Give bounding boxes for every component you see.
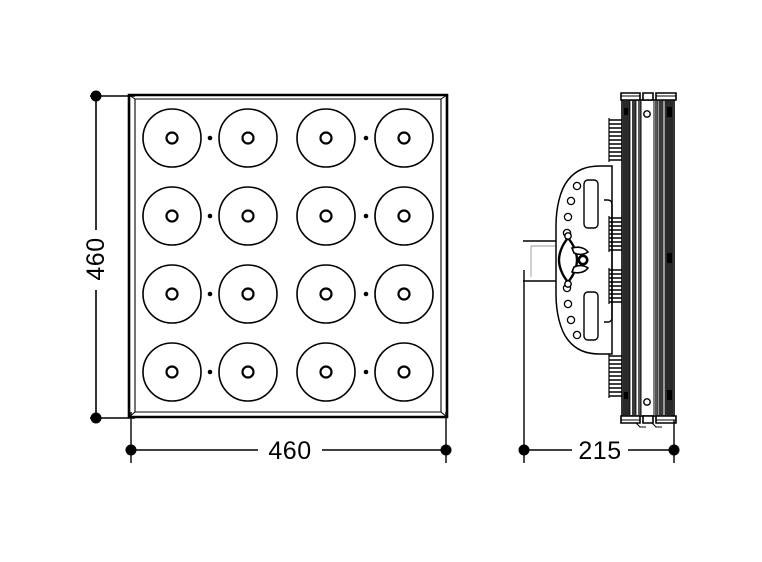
body-notch — [624, 108, 628, 115]
grid-marker-dot — [207, 369, 213, 375]
yoke-adjust-hole — [566, 315, 576, 325]
fin-band — [632, 101, 636, 415]
depth-dimension: 215 — [518, 270, 680, 465]
front-view — [127, 93, 449, 419]
lens-center-ring — [397, 287, 411, 301]
yoke-adjust-hole — [563, 299, 573, 309]
yoke-slot-lower — [583, 291, 599, 341]
fin-band — [623, 101, 630, 415]
fin-band — [655, 101, 658, 415]
dim-terminator-dot — [125, 444, 137, 456]
side-view — [523, 92, 677, 428]
front-panel-corner-bevels — [128, 94, 448, 418]
body-notch — [624, 392, 628, 399]
lens-center-ring — [319, 131, 333, 145]
width-dimension-label: 460 — [268, 437, 311, 465]
width-dimension: 460 — [125, 412, 452, 465]
fin-band — [638, 101, 641, 415]
pivot-center-bolt — [577, 254, 589, 266]
yoke-slot-upper — [583, 179, 599, 229]
dim-terminator-dot — [90, 90, 102, 102]
lens-center-ring — [241, 287, 255, 301]
grid-marker-dot — [363, 369, 369, 375]
height-dimension-label: 460 — [82, 237, 110, 280]
body-fastener — [643, 110, 651, 118]
body-fastener — [643, 398, 651, 406]
lens-grid — [142, 108, 434, 402]
yoke-inner-slot — [604, 199, 613, 323]
bottom-end-cap — [620, 415, 677, 428]
lens-center-ring — [165, 131, 179, 145]
body-center-channel — [641, 101, 654, 415]
yoke-adjust-hole — [572, 330, 582, 340]
lens-center-ring — [397, 209, 411, 223]
pivot-bottom-hole — [564, 280, 572, 288]
pivot-top-hole — [564, 232, 572, 240]
heatsink-fins — [608, 118, 622, 398]
height-dimension: 460 — [82, 90, 135, 424]
grid-marker-dot — [363, 213, 369, 219]
lens-center-ring — [165, 209, 179, 223]
fin-band — [659, 101, 663, 415]
pivot-knob-wing — [570, 246, 590, 256]
lens-center-ring — [319, 365, 333, 379]
yoke-adjust-hole — [566, 196, 576, 206]
dim-terminator-dot — [90, 412, 102, 424]
grid-marker-dot — [207, 291, 213, 297]
yoke-adjust-hole — [563, 212, 573, 222]
top-end-cap — [620, 92, 677, 101]
body-notch — [667, 107, 672, 117]
lens-center-ring — [165, 287, 179, 301]
lens-center-ring — [319, 287, 333, 301]
pivot-knob-wing — [570, 264, 590, 274]
lens-center-ring — [319, 209, 333, 223]
lens-center-ring — [241, 209, 255, 223]
lens-center-ring — [397, 131, 411, 145]
body-notch — [667, 390, 672, 400]
grid-marker-dot — [207, 213, 213, 219]
lens-center-ring — [241, 365, 255, 379]
dim-terminator-dot — [440, 444, 452, 456]
dim-terminator-dot — [518, 444, 530, 456]
depth-dimension-label: 215 — [578, 437, 621, 465]
lens-center-ring — [397, 365, 411, 379]
grid-marker-dot — [363, 135, 369, 141]
grid-marker-dot — [207, 135, 213, 141]
dim-terminator-dot — [668, 444, 680, 456]
center-channel-edges — [640, 101, 655, 415]
dimension-annotations: 460 460 215 — [82, 90, 680, 465]
lens-center-ring — [165, 365, 179, 379]
lens-center-ring — [241, 131, 255, 145]
grid-marker-dot — [363, 291, 369, 297]
body-notch — [667, 253, 672, 263]
yoke-adjust-hole — [572, 181, 582, 191]
